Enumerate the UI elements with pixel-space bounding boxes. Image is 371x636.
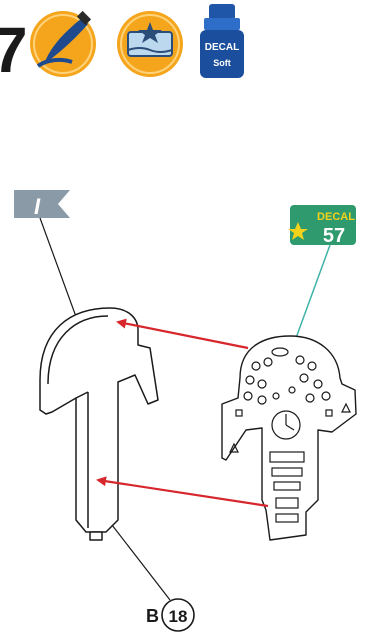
flag-label: I bbox=[34, 194, 41, 219]
step-number: 7 bbox=[0, 14, 28, 86]
decal-in-water-icon bbox=[117, 11, 183, 77]
bottle-label-line2: Soft bbox=[213, 58, 231, 68]
decal-badge-word: DECAL bbox=[317, 211, 355, 223]
part-number-label: B 18 bbox=[146, 598, 195, 632]
panel-instruments bbox=[229, 347, 351, 523]
panel-frame-part bbox=[39, 307, 159, 541]
decal-softener-bottle-icon: DECAL Soft bbox=[200, 4, 244, 78]
instrument-panel-decal bbox=[221, 335, 357, 541]
part-sprue-letter: B bbox=[146, 606, 159, 626]
part-number: 18 bbox=[169, 607, 188, 626]
decal-badge: DECAL 57 bbox=[288, 205, 356, 339]
paint-brush-icon bbox=[30, 10, 96, 77]
part-number-circle bbox=[161, 598, 195, 632]
part-leader-line bbox=[111, 524, 171, 601]
bottle-label-line1: DECAL bbox=[205, 42, 239, 53]
upper-fit-arrow bbox=[116, 318, 249, 350]
decal-badge-number: 57 bbox=[323, 225, 345, 247]
decal-leader-line bbox=[295, 244, 331, 339]
lower-fit-arrow bbox=[96, 476, 269, 508]
